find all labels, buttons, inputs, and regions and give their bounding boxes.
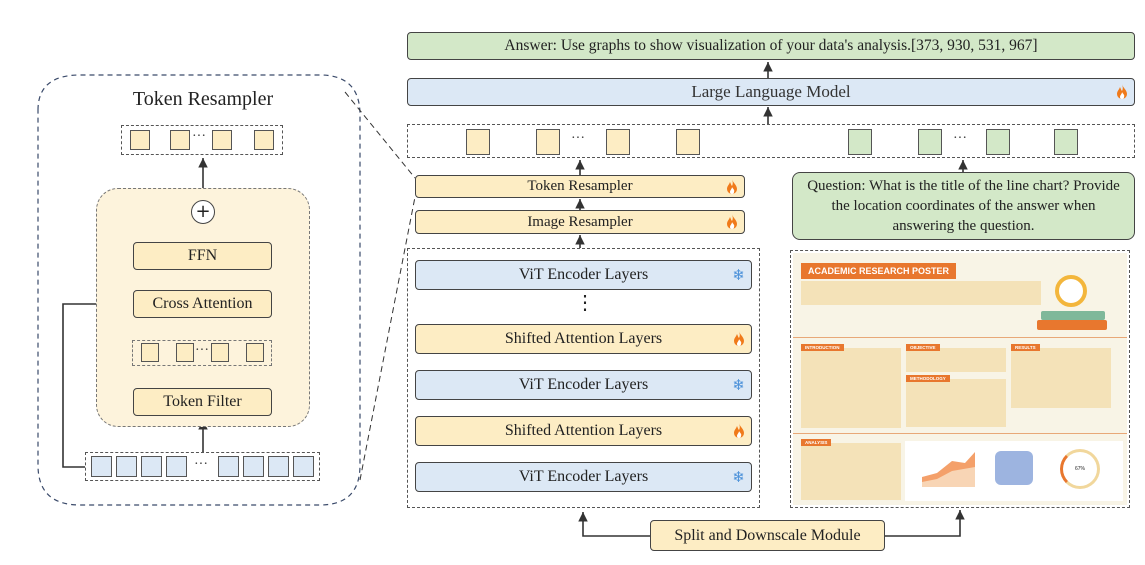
combined-token-row: ··· ···: [407, 124, 1135, 158]
cross-attention-block: Cross Attention: [133, 290, 272, 318]
input-image-frame: [790, 250, 1130, 508]
llm-block: Large Language Model: [407, 78, 1135, 106]
vit-encoder-layers-3: ViT Encoder Layers ❄: [415, 462, 752, 492]
vertical-ellipsis: ⋮: [575, 292, 595, 314]
add-icon: +: [191, 200, 215, 224]
flame-icon: [1117, 84, 1127, 99]
poster-title: ACADEMIC RESEARCH POSTER: [801, 263, 957, 279]
llm-label: Large Language Model: [691, 82, 851, 101]
output-token-row: ···: [121, 125, 283, 155]
snowflake-icon: ❄: [732, 376, 745, 394]
question-box: Question: What is the title of the line …: [792, 172, 1135, 240]
detail-boundary: [37, 74, 361, 506]
answer-box: Answer: Use graphs to show visualization…: [407, 32, 1135, 60]
vision-encoder-stack: [407, 248, 760, 508]
flame-icon: [727, 214, 737, 229]
image-resampler-block: Image Resampler: [415, 210, 745, 234]
snowflake-icon: ❄: [732, 468, 745, 486]
poster-analysis-graphics: 67%: [905, 441, 1123, 501]
poster-section: RESULTS: [1011, 344, 1040, 351]
layer-label: Shifted Attention Layers: [504, 330, 663, 347]
snowflake-icon: ❄: [732, 266, 745, 284]
flame-icon: [727, 178, 737, 194]
input-token-row: ···: [85, 452, 320, 481]
split-downscale-module: Split and Downscale Module: [650, 520, 885, 551]
poster-section: ANALYSIS: [801, 439, 832, 446]
poster-image: ACADEMIC RESEARCH POSTER INTRODUCTION OB…: [793, 253, 1127, 505]
shifted-attention-layers-2: Shifted Attention Layers: [415, 416, 752, 446]
token-resampler-label: Token Resampler: [527, 178, 633, 194]
layer-label: ViT Encoder Layers: [518, 468, 649, 485]
poster-section: OBJECTIVE: [906, 344, 940, 351]
clock-books-illustration: [1033, 273, 1113, 333]
vit-encoder-layers-1: ViT Encoder Layers ❄: [415, 260, 752, 290]
layer-label: Shifted Attention Layers: [504, 422, 663, 439]
vit-encoder-layers-2: ViT Encoder Layers ❄: [415, 370, 752, 400]
donut-chart-thumbnail: 67%: [1060, 449, 1100, 489]
token-resampler-block: Token Resampler: [415, 175, 745, 198]
flame-icon: [734, 331, 744, 346]
filtered-token-row: ···: [132, 340, 272, 366]
flame-icon: [734, 423, 744, 438]
shifted-attention-layers-1: Shifted Attention Layers: [415, 324, 752, 354]
token-filter-block: Token Filter: [133, 388, 272, 416]
layer-label: ViT Encoder Layers: [518, 266, 649, 283]
poster-section: METHODOLOGY: [906, 375, 950, 382]
image-resampler-label: Image Resampler: [527, 213, 633, 230]
area-chart-thumbnail: [922, 452, 975, 487]
poster-section: INTRODUCTION: [801, 344, 844, 351]
detail-title: Token Resampler: [132, 88, 274, 110]
layer-label: ViT Encoder Layers: [518, 376, 649, 393]
ffn-block: FFN: [133, 242, 272, 270]
